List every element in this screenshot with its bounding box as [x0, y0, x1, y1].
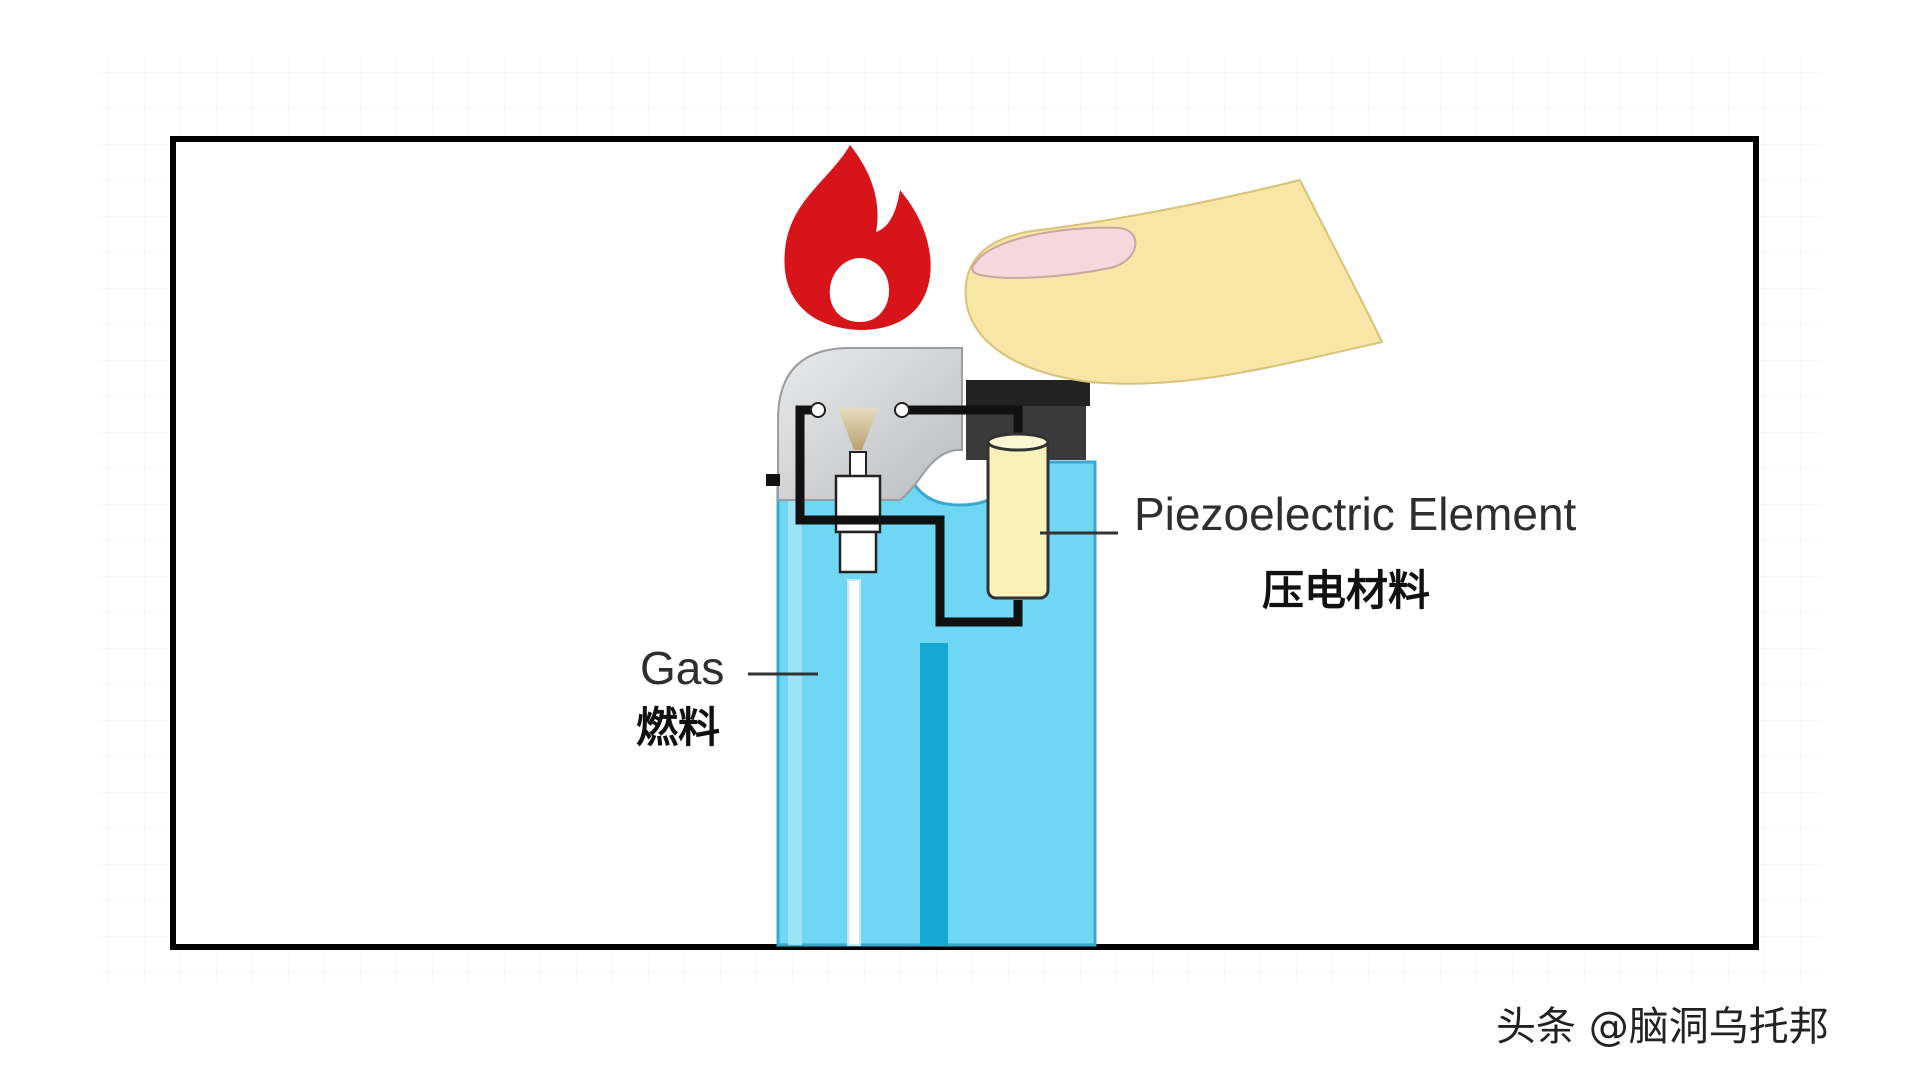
watermark: 头条 @脑洞乌托邦 — [1496, 1004, 1829, 1050]
cap-side-tab — [766, 474, 780, 486]
finger-icon — [964, 178, 1384, 385]
spark-electrode-right — [894, 402, 910, 418]
nozzle-tip — [849, 451, 867, 477]
gas-valve-lower — [838, 530, 878, 574]
piezo-label-en: Piezoelectric Element — [1134, 488, 1577, 540]
fuel-window — [920, 643, 948, 945]
piezo-label-cn: 压电材料 — [1262, 566, 1430, 615]
gas-spray — [838, 408, 878, 450]
gas-label-en: Gas — [640, 642, 724, 694]
piezo-crystal-top — [986, 432, 1050, 452]
piezo-label-group: Piezoelectric Element 压电材料 — [1040, 488, 1577, 615]
lighter — [766, 347, 1097, 947]
gas-tube — [847, 579, 861, 946]
gas-label-group: Gas 燃料 — [636, 642, 818, 752]
ignition-wire-right — [906, 405, 1023, 440]
gas-label-cn: 燃料 — [636, 703, 720, 752]
lighter-body-highlight — [788, 490, 802, 945]
ignition-wire-left — [795, 405, 1023, 627]
flame-icon — [784, 145, 931, 330]
piezo-crystal — [986, 438, 1050, 600]
piezo-button — [966, 380, 1090, 406]
spark-electrode-left — [810, 402, 826, 418]
